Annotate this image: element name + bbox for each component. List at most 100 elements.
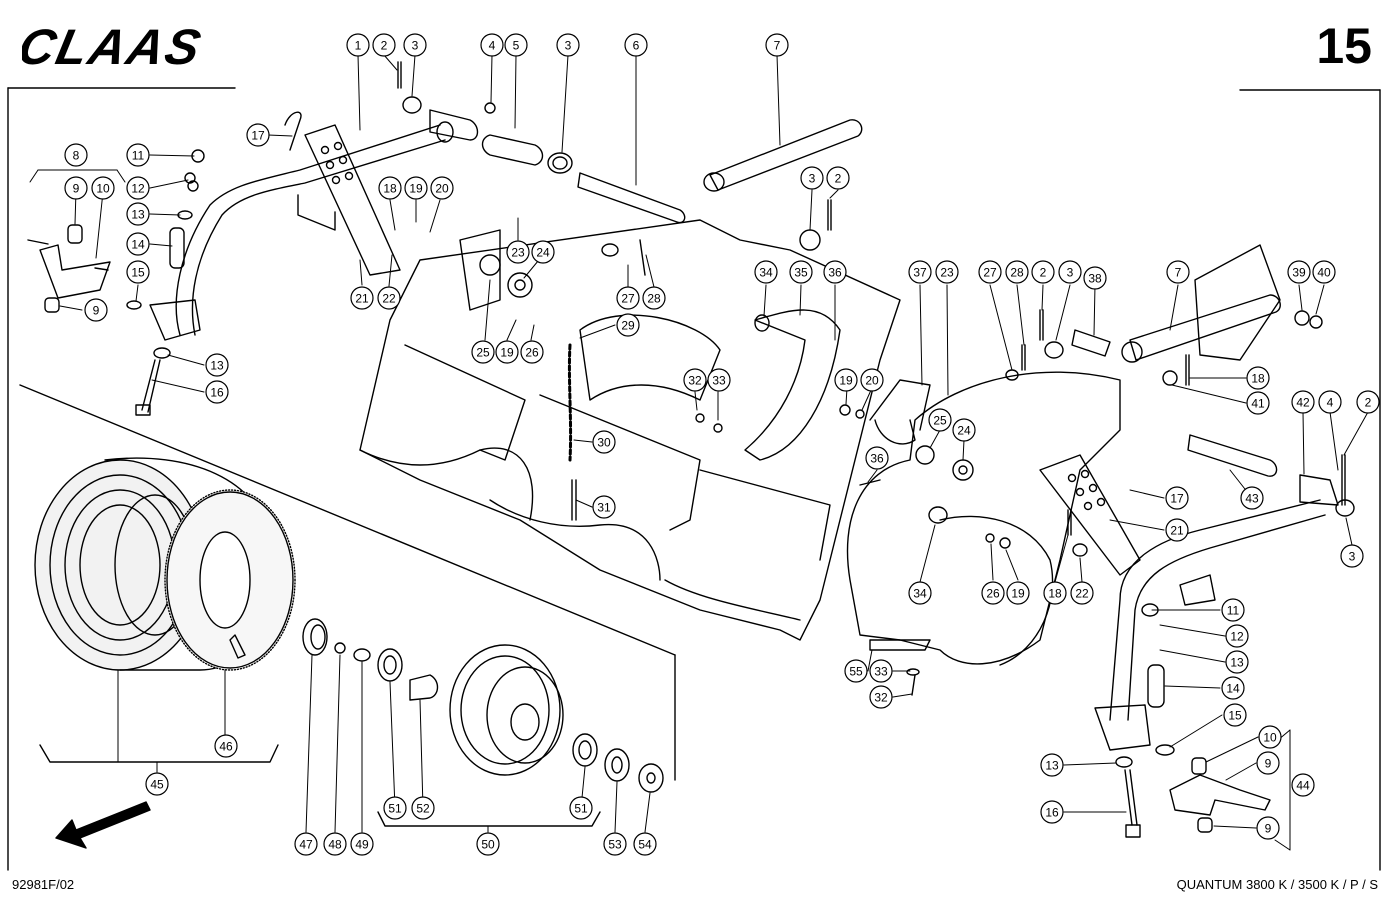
- callout-bubble: [64, 176, 88, 200]
- callout-7: 7: [1166, 260, 1190, 284]
- callout-bubble: [569, 796, 593, 820]
- callout-number: 55: [849, 665, 863, 679]
- callout-55: 55: [844, 659, 868, 683]
- callout-bubble: [592, 495, 616, 519]
- callout-bubble: [1166, 260, 1190, 284]
- callout-number: 19: [839, 374, 853, 388]
- callout-19: 19: [404, 176, 428, 200]
- callout-bubble: [869, 685, 893, 709]
- callout-bubble: [683, 368, 707, 392]
- callout-50: 50: [476, 832, 500, 856]
- callout-3: 3: [800, 166, 824, 190]
- callout-bubble: [372, 33, 396, 57]
- callout-number: 42: [1296, 396, 1310, 410]
- callout-number: 25: [476, 346, 490, 360]
- callout-number: 12: [1230, 630, 1244, 644]
- callout-number: 27: [621, 292, 635, 306]
- callout-bubble: [1070, 581, 1094, 605]
- callout-19: 19: [1006, 581, 1030, 605]
- callout-32: 32: [869, 685, 893, 709]
- callout-16: 16: [205, 380, 229, 404]
- callout-number: 12: [131, 182, 145, 196]
- callout-number: 8: [73, 149, 80, 163]
- callout-bubble: [471, 340, 495, 364]
- callout-bubble: [430, 176, 454, 200]
- callout-number: 15: [1228, 709, 1242, 723]
- callout-bubble: [126, 143, 150, 167]
- callout-bubble: [377, 286, 401, 310]
- callout-bubble: [908, 260, 932, 284]
- callout-bubble: [205, 353, 229, 377]
- callout-number: 17: [251, 129, 265, 143]
- callout-number: 45: [150, 778, 164, 792]
- callout-14: 14: [126, 232, 150, 256]
- callout-33: 33: [707, 368, 731, 392]
- callout-number: 20: [435, 182, 449, 196]
- callout-bubble: [1318, 390, 1342, 414]
- callout-52: 52: [411, 796, 435, 820]
- callout-bubble: [1221, 598, 1245, 622]
- callout-number: 14: [1226, 682, 1240, 696]
- callout-38: 38: [1083, 266, 1107, 290]
- callout-43: 43: [1240, 486, 1264, 510]
- callout-13: 13: [1040, 753, 1064, 777]
- callout-bubble: [1221, 676, 1245, 700]
- callout-number: 3: [1349, 550, 1356, 564]
- callout-bubble: [1225, 624, 1249, 648]
- callout-18: 18: [1246, 366, 1270, 390]
- callout-3: 3: [1340, 544, 1364, 568]
- callout-number: 9: [73, 182, 80, 196]
- callout-number: 13: [1045, 759, 1059, 773]
- callout-bubble: [495, 340, 519, 364]
- callout-number: 27: [983, 266, 997, 280]
- callout-bubble: [350, 832, 374, 856]
- callout-53: 53: [603, 832, 627, 856]
- callout-number: 54: [638, 838, 652, 852]
- callout-bubble: [403, 33, 427, 57]
- callout-bubble: [1246, 391, 1270, 415]
- callout-bubble: [1356, 390, 1380, 414]
- callout-bubble: [84, 298, 108, 322]
- callout-bubble: [1291, 390, 1315, 414]
- callout-number: 24: [957, 424, 971, 438]
- callout-number: 6: [633, 39, 640, 53]
- callout-25: 25: [928, 408, 952, 432]
- callout-number: 11: [1227, 604, 1240, 618]
- callout-number: 37: [913, 266, 927, 280]
- callout-23: 23: [506, 240, 530, 264]
- callout-number: 1: [355, 39, 362, 53]
- callout-bubble: [800, 166, 824, 190]
- callout-bubble: [1165, 518, 1189, 542]
- callout-20: 20: [430, 176, 454, 200]
- callout-32: 32: [683, 368, 707, 392]
- callout-number: 18: [1048, 587, 1062, 601]
- callout-bubble: [294, 832, 318, 856]
- callout-bubble: [1256, 816, 1280, 840]
- callout-17: 17: [246, 123, 270, 147]
- callout-19: 19: [495, 340, 519, 364]
- callout-10: 10: [91, 176, 115, 200]
- callout-bubble: [1083, 266, 1107, 290]
- callout-13: 13: [126, 202, 150, 226]
- callout-bubble: [126, 260, 150, 284]
- callout-number: 3: [412, 39, 419, 53]
- callout-33: 33: [869, 659, 893, 683]
- callout-bubble: [624, 33, 648, 57]
- callout-15: 15: [1223, 703, 1247, 727]
- page-border: [7, 87, 1381, 871]
- callout-number: 3: [565, 39, 572, 53]
- callout-13: 13: [1225, 650, 1249, 674]
- callout-number: 51: [574, 802, 588, 816]
- callout-17: 17: [1165, 486, 1189, 510]
- callout-number: 10: [1263, 731, 1277, 745]
- callout-number: 33: [874, 665, 888, 679]
- callout-bubble: [633, 832, 657, 856]
- callout-bubble: [860, 368, 884, 392]
- callout-number: 44: [1296, 779, 1310, 793]
- callout-2: 2: [1031, 260, 1055, 284]
- callout-number: 23: [940, 266, 954, 280]
- callout-bubble: [91, 176, 115, 200]
- callout-bubble: [145, 772, 169, 796]
- callout-number: 14: [131, 238, 145, 252]
- callout-42: 42: [1291, 390, 1315, 414]
